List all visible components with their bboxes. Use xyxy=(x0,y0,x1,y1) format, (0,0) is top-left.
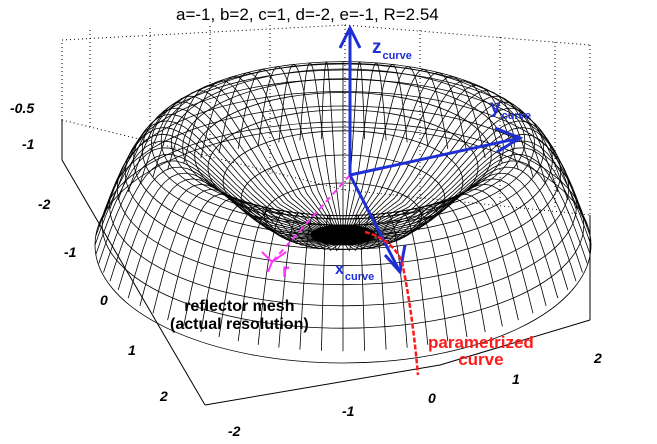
x-tick-label: 0 xyxy=(100,292,108,308)
mesh-meridian xyxy=(103,160,322,273)
mesh-meridian xyxy=(152,188,327,314)
mesh-meridian xyxy=(356,80,503,229)
mesh-meridian xyxy=(358,193,519,321)
mesh-meridian xyxy=(360,183,547,307)
mesh-meridian xyxy=(117,107,324,232)
r-vector xyxy=(261,174,351,273)
mesh-meridian xyxy=(257,66,336,227)
y-tick-label: 2 xyxy=(594,350,602,366)
plot-box-frame xyxy=(61,120,591,406)
mesh-meridian xyxy=(98,127,322,234)
y-tick-label: 0 xyxy=(428,390,436,406)
x-tick-label: 2 xyxy=(160,388,168,404)
z-curve-label: zcurve xyxy=(372,37,412,62)
mesh-meridian xyxy=(357,198,503,327)
mesh-meridian xyxy=(237,68,335,228)
mesh-meridian xyxy=(350,210,429,345)
mesh-meridian xyxy=(359,188,534,314)
mesh-meridian xyxy=(362,178,559,299)
mesh-meridian xyxy=(355,75,486,228)
mesh-meridian xyxy=(360,95,547,231)
mesh-meridian xyxy=(167,84,328,229)
mesh-meridian xyxy=(352,208,449,342)
mesh-meridian xyxy=(364,154,588,264)
mesh-meridian xyxy=(362,107,569,232)
mesh-meridian xyxy=(361,101,559,231)
mesh-meridian xyxy=(364,127,588,234)
mesh-meridian xyxy=(348,63,408,227)
curve-annotation: parametrized curve xyxy=(428,334,534,368)
mesh-meridian xyxy=(117,172,324,291)
parametrized-curve xyxy=(364,230,420,376)
plot-box-dotted xyxy=(61,24,591,216)
y-curve-label: ycurve xyxy=(490,97,531,122)
z-tick-label: -0.5 xyxy=(10,100,35,116)
mesh-meridian xyxy=(98,154,322,264)
r-label: r xyxy=(282,261,290,282)
y-tick-label: -1 xyxy=(342,403,355,419)
x-curve-label: xcurve xyxy=(335,261,375,283)
mesh-meridian xyxy=(299,62,340,227)
y-tick-label: 1 xyxy=(512,371,520,387)
mesh-meridian xyxy=(364,160,583,273)
z-tick-label: -1 xyxy=(22,136,35,152)
curve-annotation-line: parametrized xyxy=(428,333,534,352)
x-tick-label: -1 xyxy=(64,244,77,260)
mesh-meridian xyxy=(109,113,323,233)
y-tick-label: -2 xyxy=(228,423,241,439)
mesh-meridian xyxy=(364,120,583,234)
mesh-annotation-line: (actual resolution) xyxy=(170,316,309,334)
x-tick-label: 1 xyxy=(128,342,136,358)
mesh-meridian xyxy=(353,205,468,338)
mesh-annotation-line: reflector mesh xyxy=(184,298,295,315)
mesh-meridian xyxy=(109,166,323,282)
reflector-mesh xyxy=(94,61,592,364)
mesh-meridian xyxy=(127,101,325,231)
mesh-meridian xyxy=(218,72,333,228)
mesh-meridian xyxy=(139,95,326,231)
mesh-meridian xyxy=(350,66,429,227)
mesh-meridian xyxy=(358,84,519,229)
mesh-meridian xyxy=(152,90,327,230)
mesh-meridian xyxy=(344,61,365,227)
mesh-meridian xyxy=(364,133,591,236)
mesh-meridian xyxy=(355,202,486,333)
mesh-meridian xyxy=(200,75,331,228)
mesh-meridian xyxy=(103,120,322,234)
curve-annotation-line: curve xyxy=(458,350,504,369)
mesh-meridian xyxy=(346,62,387,227)
mesh-meridian xyxy=(237,208,334,342)
curve-axes xyxy=(338,24,524,276)
plot-title: a=-1, b=2, c=1, d=-2, e=-1, R=2.54 xyxy=(176,5,439,24)
mesh-meridian xyxy=(278,63,338,227)
x-tick-label: -2 xyxy=(38,196,51,212)
mesh-meridian xyxy=(94,140,322,246)
mesh-meridian xyxy=(353,72,468,228)
mesh-center-hole xyxy=(310,224,376,246)
mesh-meridian xyxy=(321,61,342,227)
mesh-annotation: reflector mesh (actual resolution) xyxy=(170,298,309,335)
mesh-meridian xyxy=(364,140,592,246)
